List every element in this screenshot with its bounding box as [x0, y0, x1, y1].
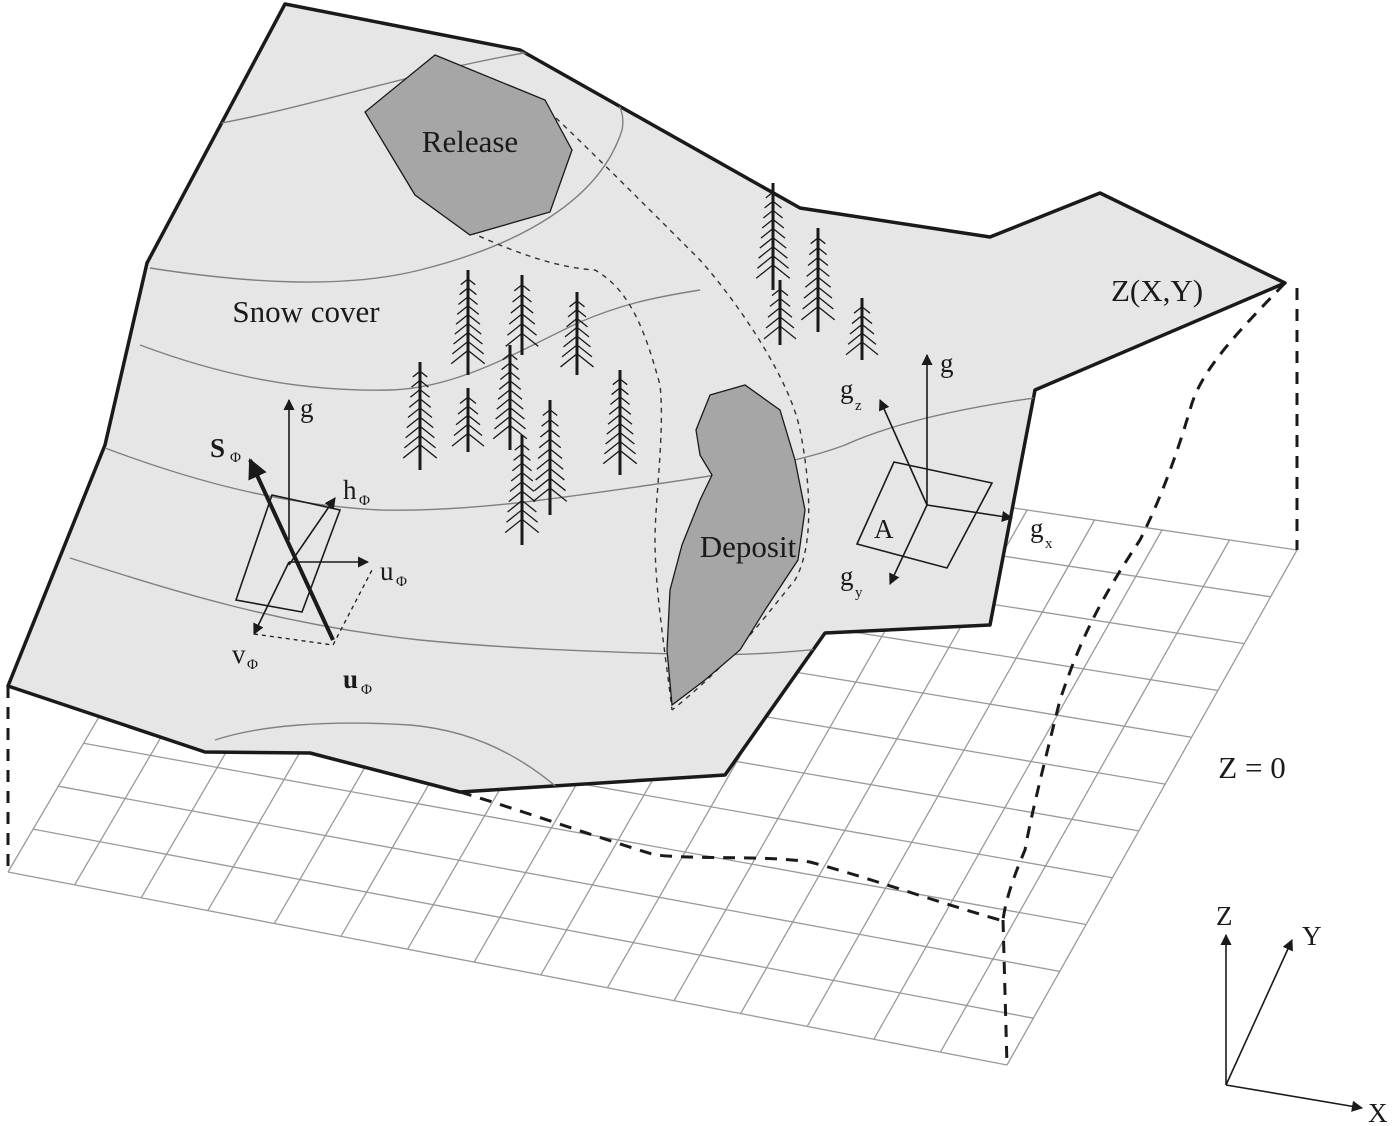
g-label-left: g: [300, 393, 314, 423]
svg-text:g: g: [840, 561, 854, 591]
gz-label: g z: [840, 374, 862, 414]
gy-label: g y: [840, 561, 863, 601]
release-label: Release: [422, 124, 518, 159]
svg-text:u⃗: u⃗: [343, 664, 379, 694]
svg-text:x: x: [1045, 536, 1053, 552]
s-label: S Φ: [210, 433, 241, 466]
v-label: v Φ: [232, 639, 258, 673]
gravity-decomposition: [855, 353, 1014, 586]
svg-text:Φ: Φ: [230, 450, 241, 466]
coordinate-axes: [1220, 933, 1364, 1112]
z-axis-label: Z: [1216, 901, 1233, 931]
datum-plane-label: Z = 0: [1218, 750, 1285, 785]
svg-text:Φ: Φ: [396, 574, 407, 590]
gx-vector: [926, 504, 1014, 523]
uvec-label: u⃗ Φ: [343, 664, 379, 698]
grid-line: [1006, 549, 1298, 1066]
tree: [763, 280, 797, 345]
release-zone: [364, 54, 573, 236]
svg-text:S: S: [210, 433, 225, 463]
terrain-surface: [6, 2, 1287, 794]
tree: [402, 362, 438, 470]
tree: [505, 275, 539, 355]
grid-line: [806, 519, 1096, 1027]
grid-line: [873, 529, 1163, 1040]
svg-text:v: v: [232, 639, 246, 669]
h-label: h Φ: [343, 475, 370, 509]
h-vector: [288, 497, 336, 566]
svg-text:g: g: [840, 374, 854, 404]
surface-element-A: [855, 461, 994, 569]
deposit-label: Deposit: [700, 529, 797, 564]
tree: [800, 228, 836, 332]
tree: [451, 388, 485, 452]
svg-text:Φ: Φ: [247, 657, 258, 673]
s-vector: [248, 458, 335, 641]
tree: [602, 370, 638, 475]
svg-text:z: z: [855, 398, 862, 414]
tree: [450, 270, 486, 375]
grid-line: [7, 871, 1008, 1066]
svg-text:h: h: [343, 475, 357, 505]
tree: [504, 435, 540, 545]
surface-label: Z(X,Y): [1111, 273, 1203, 308]
x-axis-label: X: [1368, 1098, 1388, 1126]
gy-vector: [889, 504, 928, 586]
y-axis-label: Y: [1302, 921, 1322, 951]
u-label: u Φ: [380, 556, 407, 590]
g-label: g: [940, 348, 954, 378]
surface-edge-projection: [6, 281, 1299, 1066]
tree: [845, 298, 879, 360]
forest: [402, 183, 879, 545]
svg-text:Φ: Φ: [361, 682, 372, 698]
svg-text:Φ: Φ: [359, 493, 370, 509]
gz-vector: [879, 398, 928, 506]
grid-line: [33, 828, 1034, 1019]
projection-dashes: [253, 569, 373, 646]
y-axis: [1225, 938, 1293, 1086]
flow-element: [234, 494, 342, 613]
flow-vectors: [234, 398, 373, 646]
svg-text:g: g: [1030, 513, 1044, 543]
deposit-zone: [666, 384, 806, 707]
tree: [755, 183, 791, 290]
svg-text:u: u: [380, 556, 394, 586]
snow-cover-label: Snow cover: [232, 294, 380, 329]
avalanche-path: [469, 117, 810, 711]
tree: [532, 400, 568, 515]
v-vector: [253, 561, 290, 636]
tree: [560, 292, 594, 375]
svg-text:y: y: [855, 585, 863, 601]
area-label: A: [874, 514, 894, 544]
grid-line: [939, 539, 1231, 1053]
tree: [492, 345, 528, 450]
x-axis: [1225, 1084, 1364, 1112]
grid-line: [58, 785, 1060, 973]
gx-label: g x: [1030, 513, 1053, 552]
